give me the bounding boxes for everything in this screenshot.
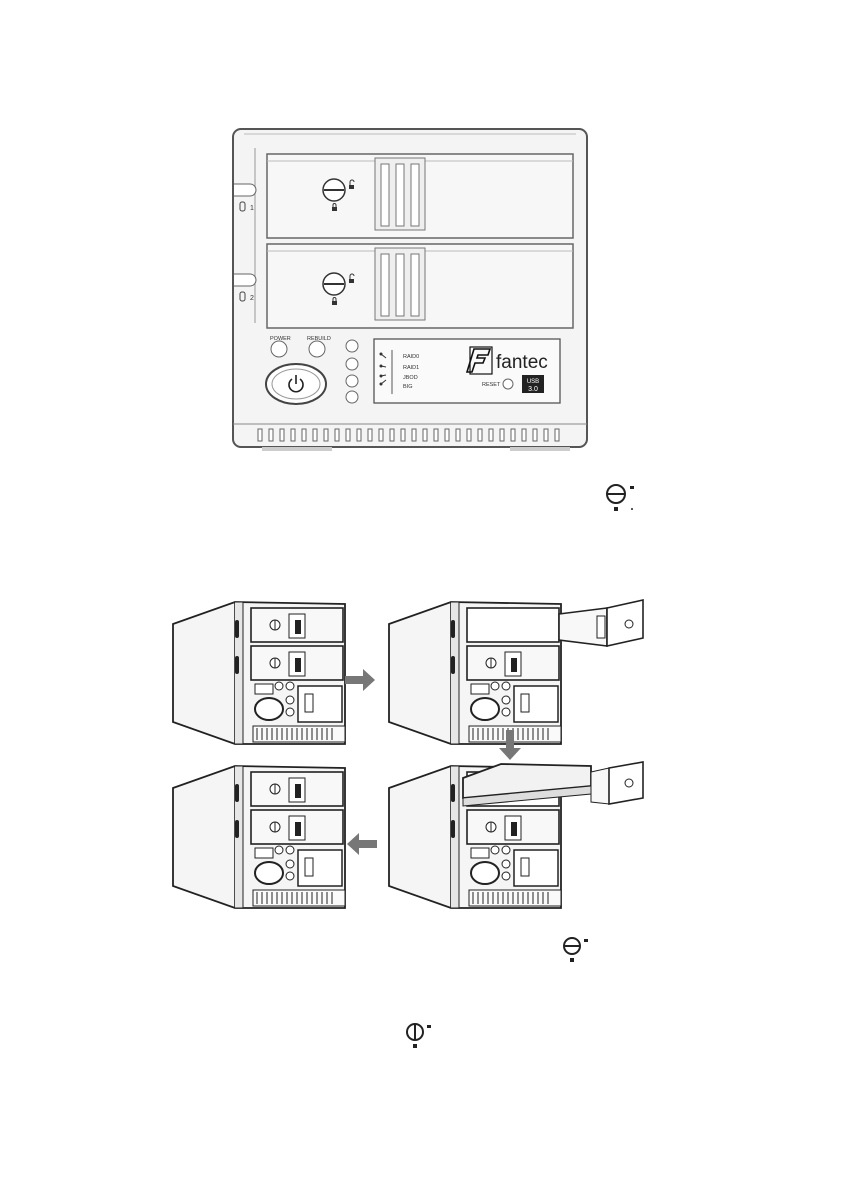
vent-slot [544,429,548,441]
vent-slot [500,429,504,441]
usb3-badge: USB 3.0 [522,375,544,393]
vent-slot [390,429,394,441]
vent-slot [258,429,262,441]
vent-slot [445,429,449,441]
vent-slot [489,429,493,441]
vent-slot [302,429,306,441]
vent-slot [478,429,482,441]
rebuild-button[interactable] [309,341,325,357]
bay-2-lock-screw-icon[interactable] [323,273,345,295]
reset-label: RESET [482,382,501,388]
mode-raid1: RAID1 [403,365,419,371]
vent-slot [467,429,471,441]
vent-slot [533,429,537,441]
drive-bay-2 [267,244,573,328]
vent-slot [434,429,438,441]
vent-slot [280,429,284,441]
vent-slot [511,429,515,441]
arrow-icon [347,833,377,855]
vent-slot [555,429,559,441]
front-panel-figure: 1 2 [230,128,590,452]
mode-raid0: RAID0 [403,354,419,360]
vent-slot [313,429,317,441]
step-4-tower [173,766,345,908]
vent-slot [379,429,383,441]
vent-slot [522,429,526,441]
step-3-tower [389,762,643,908]
bay-1-lock-screw-icon[interactable] [323,179,345,201]
bay-2-label: 2 [250,295,254,302]
svg-text:fantec: fantec [496,352,548,373]
drive-bay-1 [267,154,573,238]
vent-slot [291,429,295,441]
vent-slot [357,429,361,441]
vent-slot [324,429,328,441]
installation-steps-figure [165,592,675,910]
mode-jbod: JBOD [403,375,418,381]
power-led [271,341,287,357]
vent-slot [401,429,405,441]
svg-text:USB: USB [527,379,539,385]
lock-screw-vertical-icon [405,1022,435,1050]
mode-big: BIG [403,384,412,390]
reset-button[interactable] [503,379,513,389]
lock-screw-horizontal-icon [562,936,592,964]
lock-screw-horizontal-icon [605,483,639,513]
vent-slot [346,429,350,441]
vent-slot [368,429,372,441]
step-2-tower [389,600,643,744]
power-button[interactable] [266,364,326,404]
vent-slot [269,429,273,441]
vent-slot [456,429,460,441]
step-1-tower [173,602,345,744]
vent-slot [412,429,416,441]
bay-1-label: 1 [250,205,254,212]
arrow-icon [345,669,375,691]
vent-slot [335,429,339,441]
svg-text:3.0: 3.0 [528,386,538,393]
vent-slot [423,429,427,441]
